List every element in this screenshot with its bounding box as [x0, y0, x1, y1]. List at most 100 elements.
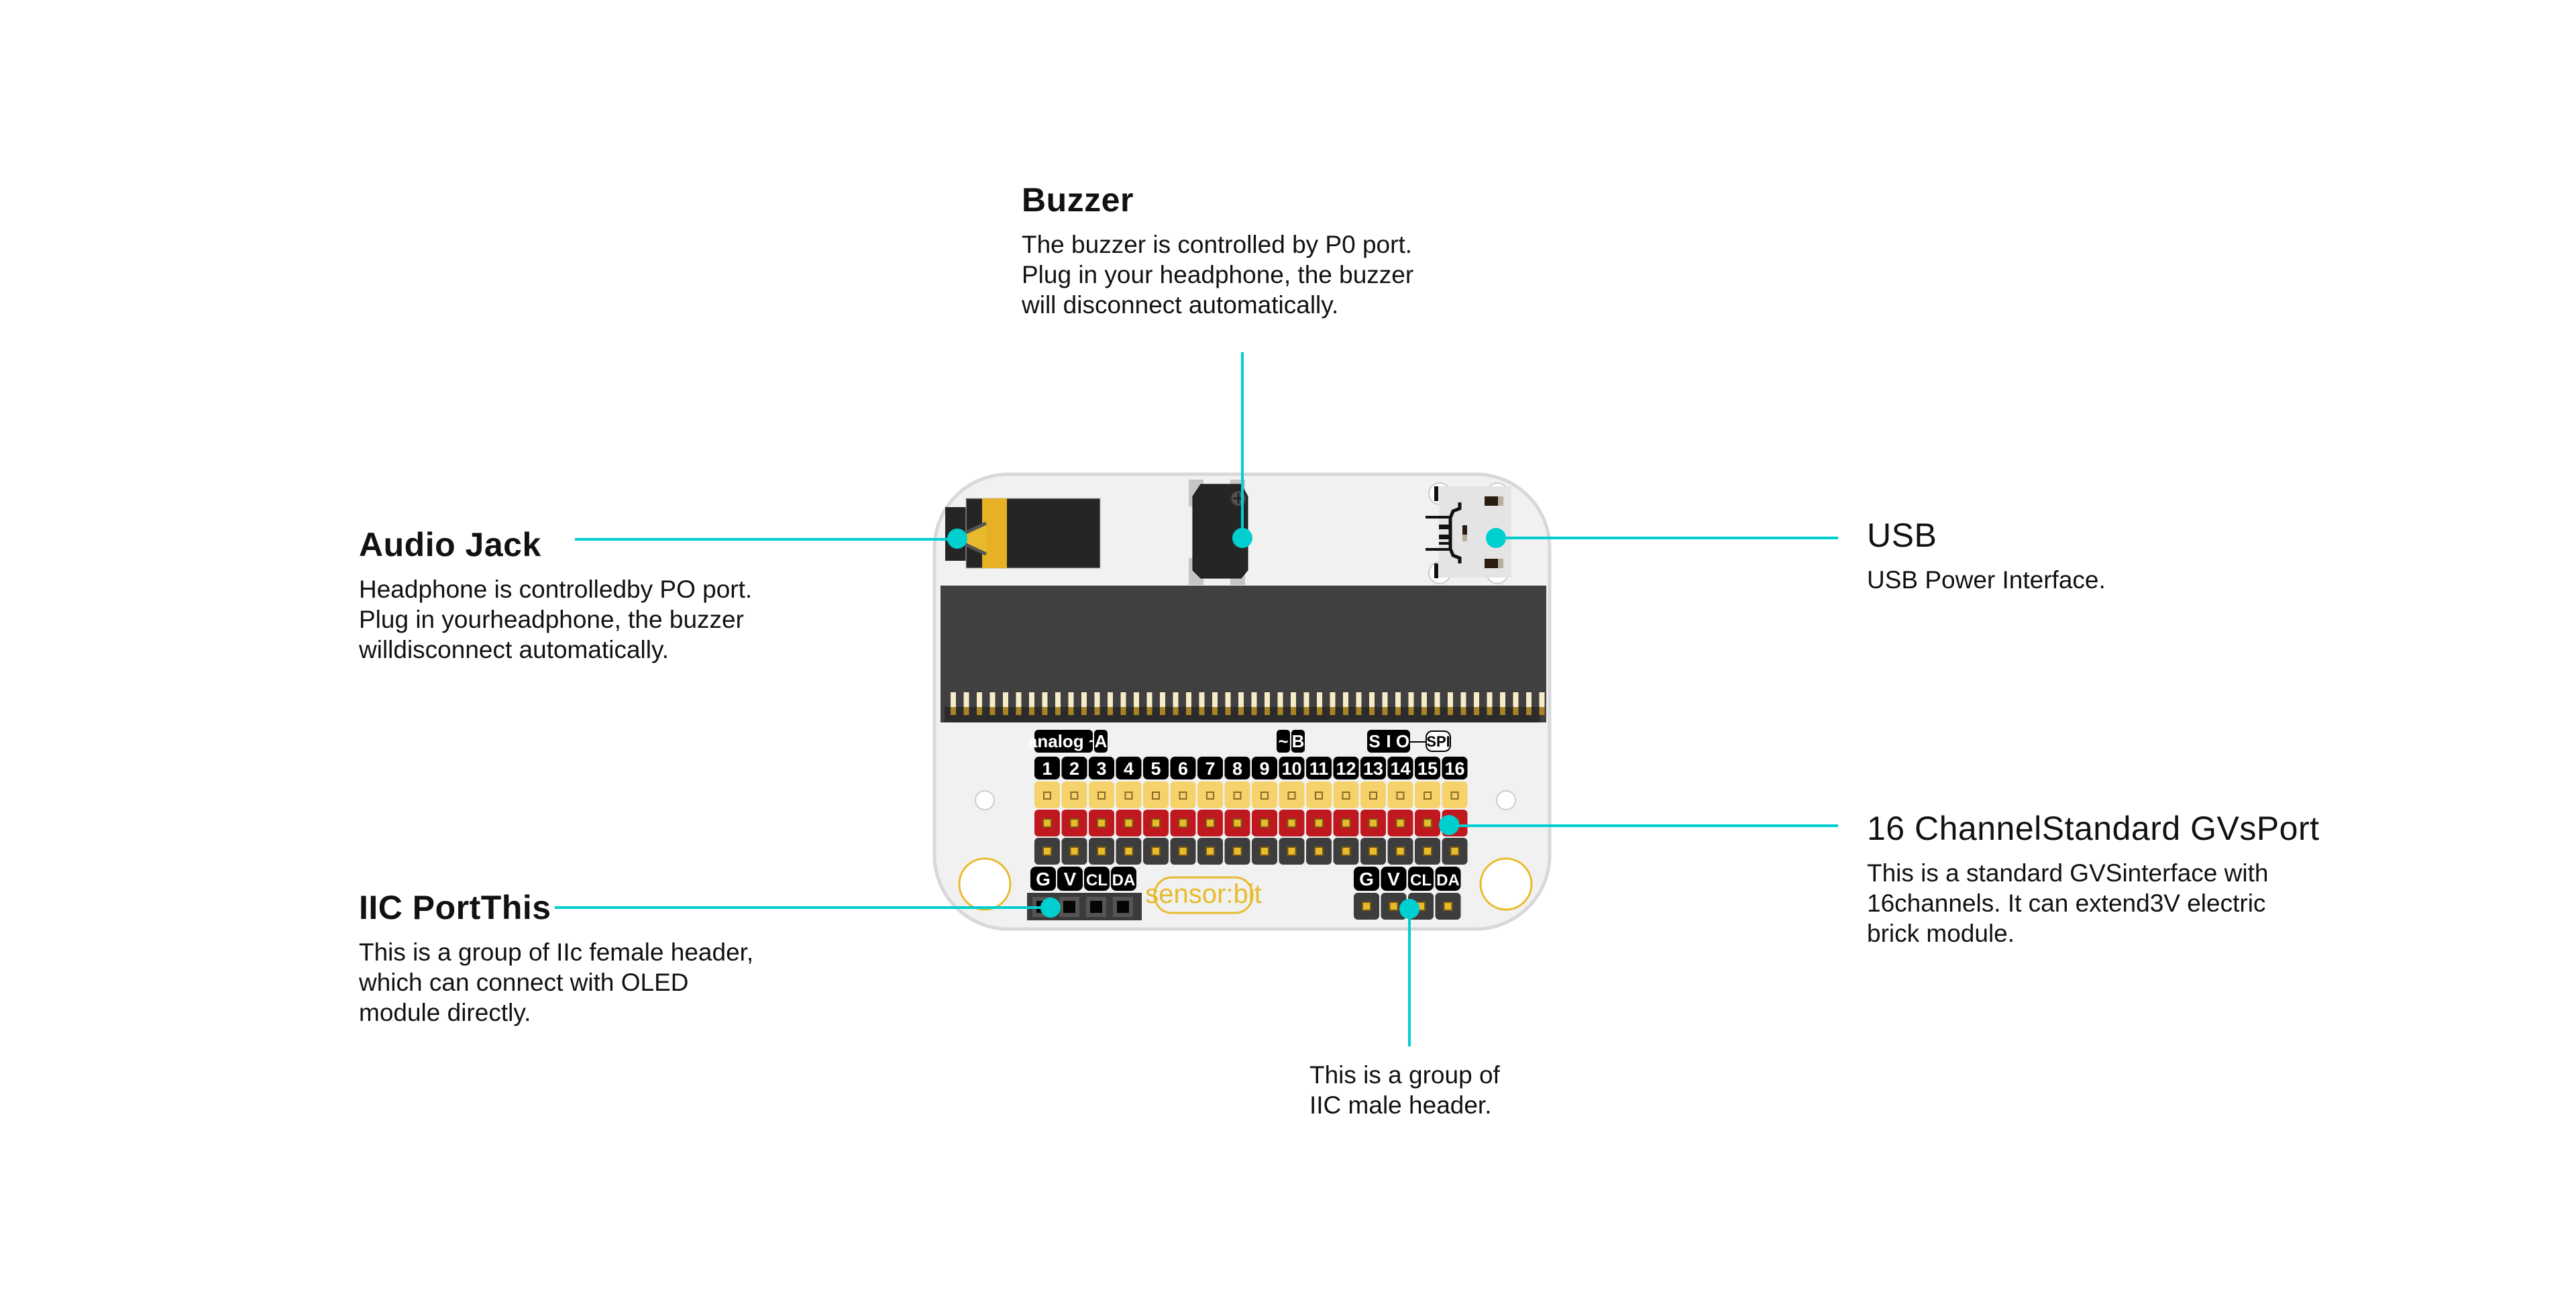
- edge-contact-foot: [1421, 707, 1427, 715]
- edge-contact-foot: [1356, 707, 1362, 715]
- usb-leader-line: [1496, 537, 1838, 539]
- label-a: A: [1095, 731, 1108, 751]
- iic-male-label-badge: [1408, 867, 1434, 891]
- power-pin: [1124, 818, 1134, 828]
- iic-female-label-badge: [1084, 867, 1110, 891]
- ground-pin: [1287, 847, 1297, 856]
- signal-pin-cell: [1387, 781, 1413, 808]
- iic-female-leader-line: [555, 906, 1051, 909]
- edge-contact: [1369, 692, 1375, 707]
- edge-contact-foot: [1094, 707, 1100, 715]
- channel-number-badge: [1415, 757, 1440, 779]
- edge-contact-foot: [1330, 707, 1336, 715]
- ground-pin: [1151, 847, 1161, 856]
- power-pin: [1069, 818, 1079, 828]
- audio-jack-marker: [947, 529, 967, 549]
- edge-connector-slot: [941, 586, 1546, 722]
- edge-contact-foot: [1173, 707, 1179, 715]
- edge-contact: [1042, 692, 1048, 707]
- mounting-hole-right: [1496, 790, 1516, 810]
- iic-male-description: This is a group of IIC male header.: [1309, 1061, 1500, 1119]
- edge-contact-foot: [1500, 707, 1505, 715]
- edge-contact: [1434, 692, 1440, 707]
- iic-male-pin: [1443, 902, 1453, 911]
- label-spi: SPI: [1426, 733, 1450, 750]
- edge-contact-foot: [1408, 707, 1414, 715]
- signal-pin: [1233, 792, 1242, 800]
- iic-male-marker: [1399, 899, 1419, 919]
- signal-pin-cell: [1224, 781, 1250, 808]
- ground-pin: [1260, 847, 1269, 856]
- gvs-marker: [1439, 815, 1459, 835]
- label-spi-i: I: [1386, 731, 1391, 751]
- edge-contact: [1160, 692, 1165, 707]
- channel-number: 2: [1069, 759, 1079, 779]
- channel-number: 10: [1281, 759, 1301, 779]
- channel-number: 13: [1363, 759, 1383, 779]
- edge-contact-foot: [1068, 707, 1074, 715]
- iic-female-socket-hole: [1090, 901, 1102, 913]
- label-tilde: ~: [1278, 731, 1288, 751]
- edge-contact-foot: [1382, 707, 1388, 715]
- signal-pin: [1206, 792, 1214, 800]
- edge-contact-foot: [1238, 707, 1244, 715]
- signal-pin-cell: [1306, 781, 1332, 808]
- channel-number: 1: [1042, 759, 1052, 779]
- iic-male-label-badge: [1381, 867, 1407, 891]
- power-pin: [1260, 818, 1269, 828]
- buzzer-description: The buzzer is controlled by P0 port. Plu…: [1022, 231, 1414, 319]
- channel-number-badge: [1170, 757, 1196, 779]
- signal-pin-cell: [1116, 781, 1142, 808]
- edge-contact-foot: [1134, 707, 1139, 715]
- iic-female-label: G: [1036, 869, 1051, 889]
- edge-contact: [1343, 692, 1348, 707]
- edge-contact-foot: [1513, 707, 1519, 715]
- buzzer-marker: [1232, 528, 1252, 548]
- edge-contact: [989, 692, 996, 707]
- channel-number: 14: [1390, 759, 1410, 779]
- edge-contact: [1186, 692, 1191, 707]
- edge-contact: [1474, 692, 1479, 707]
- label-b: B: [1292, 731, 1305, 751]
- iic-female-label-badge: [1111, 867, 1136, 891]
- channel-number: 7: [1205, 759, 1215, 779]
- power-pin: [1395, 818, 1405, 828]
- edge-contact: [1395, 692, 1401, 707]
- power-pin: [1205, 818, 1215, 828]
- channel-number-badge: [1116, 757, 1142, 779]
- gvs-port-title: 16 ChannelStandard GVsPort: [1867, 810, 2320, 847]
- edge-contact: [1382, 692, 1388, 707]
- channel-number-badge: [1034, 757, 1060, 779]
- iic-male-label-badge: [1435, 867, 1461, 891]
- edge-contact: [1212, 692, 1218, 707]
- edge-contact-foot: [1016, 707, 1022, 715]
- signal-pin: [1287, 792, 1296, 800]
- iic-male-label: CL: [1410, 871, 1432, 889]
- edge-contact-foot: [1474, 707, 1479, 715]
- edge-contact-foot: [1225, 707, 1231, 715]
- edge-contact-foot: [1251, 707, 1257, 715]
- label-spi-s: S: [1368, 731, 1380, 751]
- signal-pin: [1097, 792, 1106, 800]
- buzzer-title: Buzzer: [1022, 181, 1134, 219]
- edge-contact: [1317, 692, 1322, 707]
- callout-usb: USB USB Power Interface.: [1867, 515, 2106, 595]
- edge-contact: [1108, 692, 1113, 707]
- edge-contact: [1448, 692, 1453, 707]
- edge-contact: [1421, 692, 1427, 707]
- edge-contact-foot: [1487, 707, 1493, 715]
- signal-pin: [1342, 792, 1350, 800]
- edge-contact-foot: [963, 707, 969, 715]
- edge-contact-foot: [1539, 707, 1545, 715]
- audio-jack: [945, 498, 1101, 569]
- signal-pin: [1070, 792, 1079, 800]
- edge-contact-foot: [1277, 707, 1283, 715]
- edge-contact-foot: [1317, 707, 1322, 715]
- signal-pin-cell: [1360, 781, 1386, 808]
- ground-pin: [1232, 847, 1242, 856]
- channel-number: 16: [1444, 759, 1464, 779]
- edge-contact: [1291, 692, 1296, 707]
- edge-contact-foot: [1526, 707, 1532, 715]
